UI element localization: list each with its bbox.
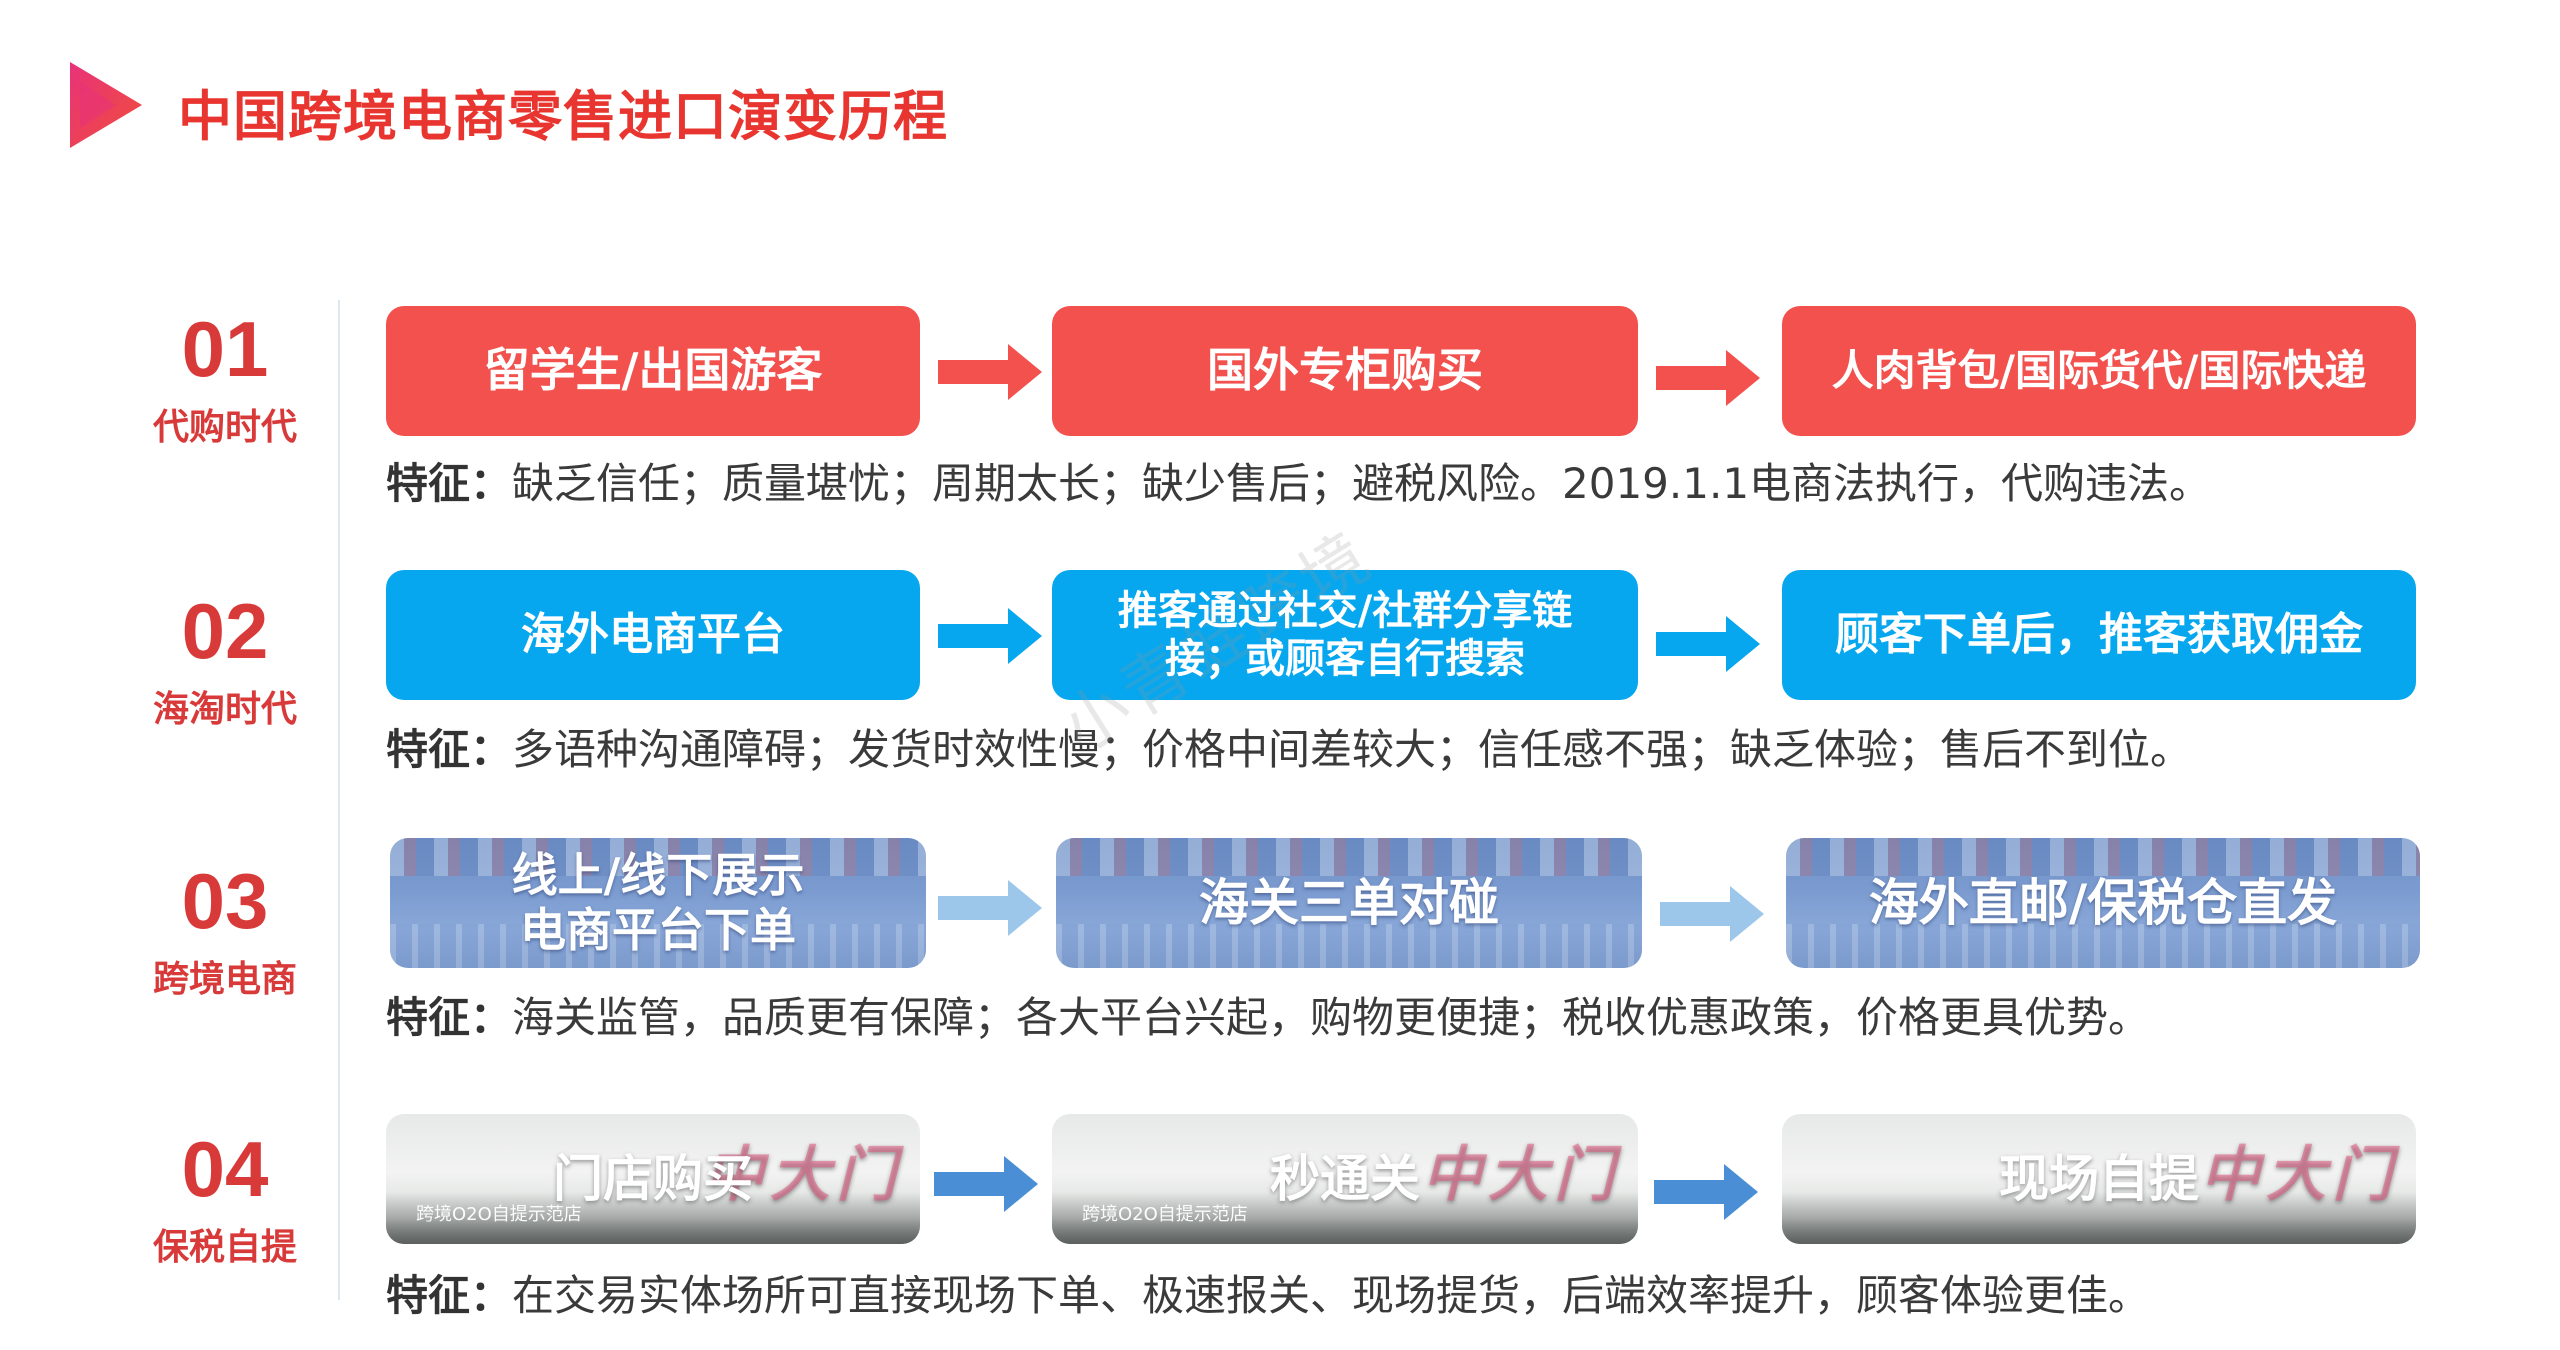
step-box-instant-clearance: 中大门 跨境O2O自提示范店 秒通关	[1052, 1114, 1638, 1244]
store-sign-logo: 中大门	[1422, 1140, 1620, 1210]
step-box-foreign-counter: 国外专柜购买	[1052, 306, 1638, 436]
feature-label: 特征：	[386, 993, 513, 1042]
era-name: 跨境电商	[152, 959, 297, 1000]
era-name: 保税自提	[152, 1227, 297, 1268]
era-label-04: 04 保税自提	[140, 1130, 310, 1270]
right-arrow-icon	[1654, 1164, 1758, 1220]
era-number: 04	[181, 1125, 269, 1213]
step-label: 海关三单对碰	[1199, 874, 1499, 932]
era-name: 代购时代	[152, 407, 297, 448]
era-number: 02	[181, 587, 269, 675]
right-arrow-icon	[1656, 350, 1760, 406]
era-number: 03	[181, 857, 269, 945]
page-title: 中国跨境电商零售进口演变历程	[178, 85, 948, 148]
step-box-overseas-platform: 海外电商平台	[386, 570, 920, 700]
play-triangle-icon	[70, 62, 142, 148]
step-box-carry-delivery: 人肉背包/国际货代/国际快递	[1782, 306, 2416, 436]
step-label: 门店购买	[553, 1150, 753, 1208]
era-label-01: 01 代购时代	[140, 310, 310, 450]
era-number: 01	[181, 305, 269, 393]
feature-label: 特征：	[386, 1271, 513, 1320]
step-label: 推客通过社交/社群分享链 接；或顾客自行搜索	[1117, 588, 1573, 682]
feature-text: 缺乏信任；质量堪忧；周期太长；缺少售后；避税风险。2019.1.1电商法执行，代…	[512, 459, 2212, 508]
step-box-commission: 顾客下单后，推客获取佣金	[1782, 570, 2416, 700]
timeline-divider	[338, 300, 340, 1300]
step-box-social-share: 推客通过社交/社群分享链 接；或顾客自行搜索	[1052, 570, 1638, 700]
feature-label: 特征：	[386, 725, 513, 774]
step-label: 秒通关	[1270, 1150, 1420, 1208]
step-box-customs-match: 海关三单对碰	[1056, 838, 1642, 968]
era-label-03: 03 跨境电商	[140, 862, 310, 1002]
step-box-online-offline: 线上/线下展示 电商平台下单	[390, 838, 926, 968]
step-box-direct-mail: 海外直邮/保税仓直发	[1786, 838, 2420, 968]
feature-label: 特征：	[386, 459, 513, 508]
store-photo-bar	[1782, 1192, 2416, 1244]
feature-text: 在交易实体场所可直接现场下单、极速报关、现场提货，后端效率提升，顾客体验更佳。	[512, 1271, 2151, 1320]
step-label: 海外直邮/保税仓直发	[1868, 874, 2338, 932]
step-label: 国外专柜购买	[1207, 343, 1483, 398]
step-box-onsite-pickup: 中大门 现场自提	[1782, 1114, 2416, 1244]
step-box-overseas-students: 留学生/出国游客	[386, 306, 920, 436]
era-name: 海淘时代	[152, 689, 297, 730]
store-caption: 跨境O2O自提示范店	[1082, 1204, 1248, 1225]
step-label: 人肉背包/国际货代/国际快递	[1831, 345, 2367, 395]
feature-line-03: 特征：海关监管，品质更有保障；各大平台兴起，购物更便捷；税收优惠政策，价格更具优…	[386, 984, 2150, 1045]
right-arrow-icon	[1660, 886, 1764, 942]
right-arrow-icon	[1656, 616, 1760, 672]
step-label: 线上/线下展示 电商平台下单	[511, 847, 805, 957]
step-label: 留学生/出国游客	[483, 343, 823, 398]
right-arrow-icon	[938, 880, 1042, 936]
step-box-store-purchase: 中大门 跨境O2O自提示范店 门店购买	[386, 1114, 920, 1244]
era-label-02: 02 海淘时代	[140, 592, 310, 732]
feature-text: 海关监管，品质更有保障；各大平台兴起，购物更便捷；税收优惠政策，价格更具优势。	[512, 993, 2151, 1042]
store-sign-logo: 中大门	[704, 1140, 902, 1210]
store-photo-bar	[386, 1192, 920, 1244]
step-label: 海外电商平台	[521, 608, 785, 660]
right-arrow-icon	[934, 1156, 1038, 1212]
right-arrow-icon	[938, 608, 1042, 664]
feature-line-01: 特征：缺乏信任；质量堪忧；周期太长；缺少售后；避税风险。2019.1.1电商法执…	[386, 450, 2211, 511]
step-label: 现场自提	[1999, 1150, 2199, 1208]
step-label: 顾客下单后，推客获取佣金	[1835, 608, 2363, 660]
feature-text: 多语种沟通障碍；发货时效性慢；价格中间差较大；信任感不强；缺乏体验；售后不到位。	[512, 725, 2193, 774]
feature-line-02: 特征：多语种沟通障碍；发货时效性慢；价格中间差较大；信任感不强；缺乏体验；售后不…	[386, 716, 2192, 777]
store-sign-logo: 中大门	[2200, 1140, 2398, 1210]
store-caption: 跨境O2O自提示范店	[416, 1204, 582, 1225]
store-photo-bar	[1052, 1192, 1638, 1244]
right-arrow-icon	[938, 344, 1042, 400]
feature-line-04: 特征：在交易实体场所可直接现场下单、极速报关、现场提货，后端效率提升，顾客体验更…	[386, 1262, 2150, 1323]
